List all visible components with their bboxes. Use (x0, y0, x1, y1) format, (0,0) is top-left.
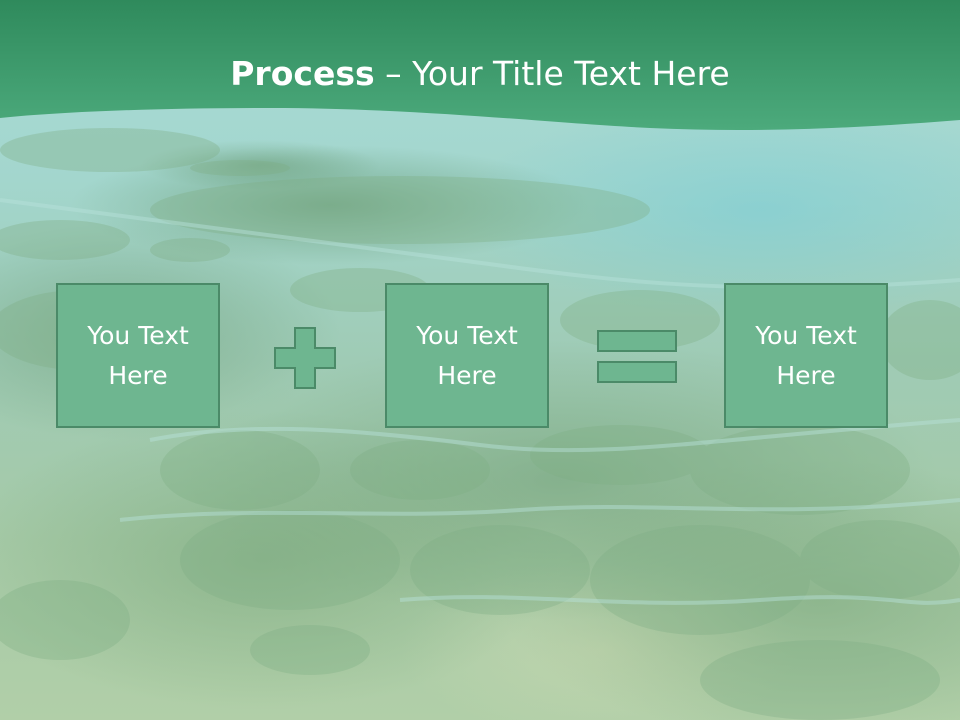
box-3-line-1: You Text (755, 320, 857, 350)
process-box-2[interactable]: You Text Here (385, 283, 549, 428)
box-2-line-1: You Text (416, 320, 518, 350)
box-1-line-1: You Text (87, 320, 189, 350)
title-rest: – Your Title Text Here (374, 54, 730, 93)
plus-icon (274, 327, 336, 389)
process-box-1[interactable]: You Text Here (56, 283, 220, 428)
process-box-3[interactable]: You Text Here (724, 283, 888, 428)
title-bold: Process (230, 54, 375, 93)
process-box-2-text: You Text Here (407, 316, 527, 396)
box-1-line-2: Here (108, 360, 168, 390)
box-3-line-2: Here (776, 360, 836, 390)
header-banner: Process – Your Title Text Here (0, 0, 960, 135)
process-box-1-text: You Text Here (78, 316, 198, 396)
slide-title: Process – Your Title Text Here (0, 52, 960, 96)
box-2-line-2: Here (437, 360, 497, 390)
equals-icon (597, 330, 677, 383)
process-box-3-text: You Text Here (746, 316, 866, 396)
